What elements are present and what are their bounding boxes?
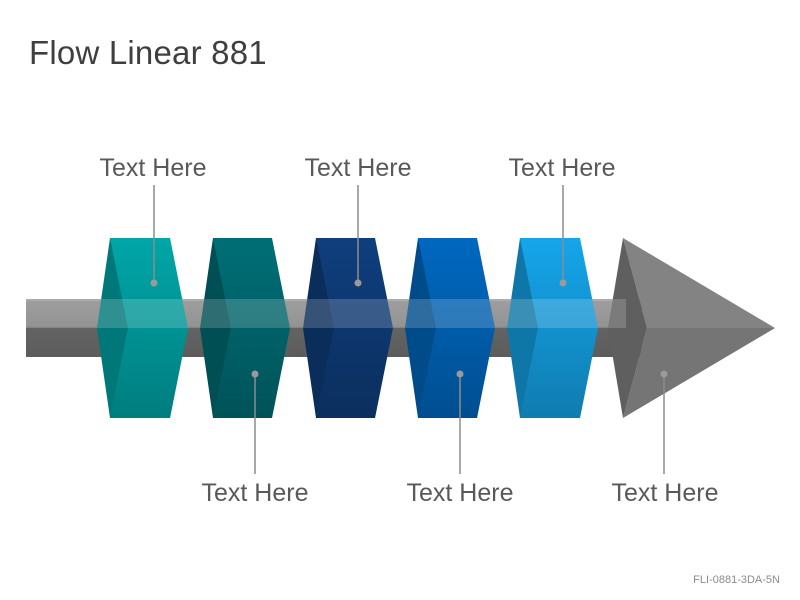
chevron-step-2 bbox=[200, 238, 290, 418]
callout-dot-1 bbox=[150, 279, 158, 287]
callout-dot-5 bbox=[559, 279, 567, 287]
step-4-label: Text Here bbox=[407, 479, 514, 507]
callout-dot-6 bbox=[660, 370, 668, 378]
step-1-label: Text Here bbox=[100, 154, 207, 182]
arrow-head-side bbox=[608, 238, 647, 418]
chevron-step-1 bbox=[97, 238, 188, 418]
step-5-label: Text Here bbox=[509, 154, 616, 182]
chevron-step-4 bbox=[405, 238, 495, 418]
slide-title: Flow Linear 881 bbox=[29, 34, 267, 71]
callout-dot-2 bbox=[251, 370, 259, 378]
arrow-head-label: Text Here bbox=[612, 479, 719, 507]
callout-dot-3 bbox=[354, 279, 362, 287]
bar-overlay bbox=[26, 299, 626, 328]
callout-dot-4 bbox=[456, 370, 464, 378]
arrow-head bbox=[608, 238, 775, 418]
chevron-step-3 bbox=[303, 238, 393, 418]
step-3-label: Text Here bbox=[305, 154, 412, 182]
chevron-step-5 bbox=[507, 238, 598, 418]
slide-code: FLI-0881-3DA-5N bbox=[693, 574, 780, 586]
step-2-label: Text Here bbox=[202, 479, 309, 507]
